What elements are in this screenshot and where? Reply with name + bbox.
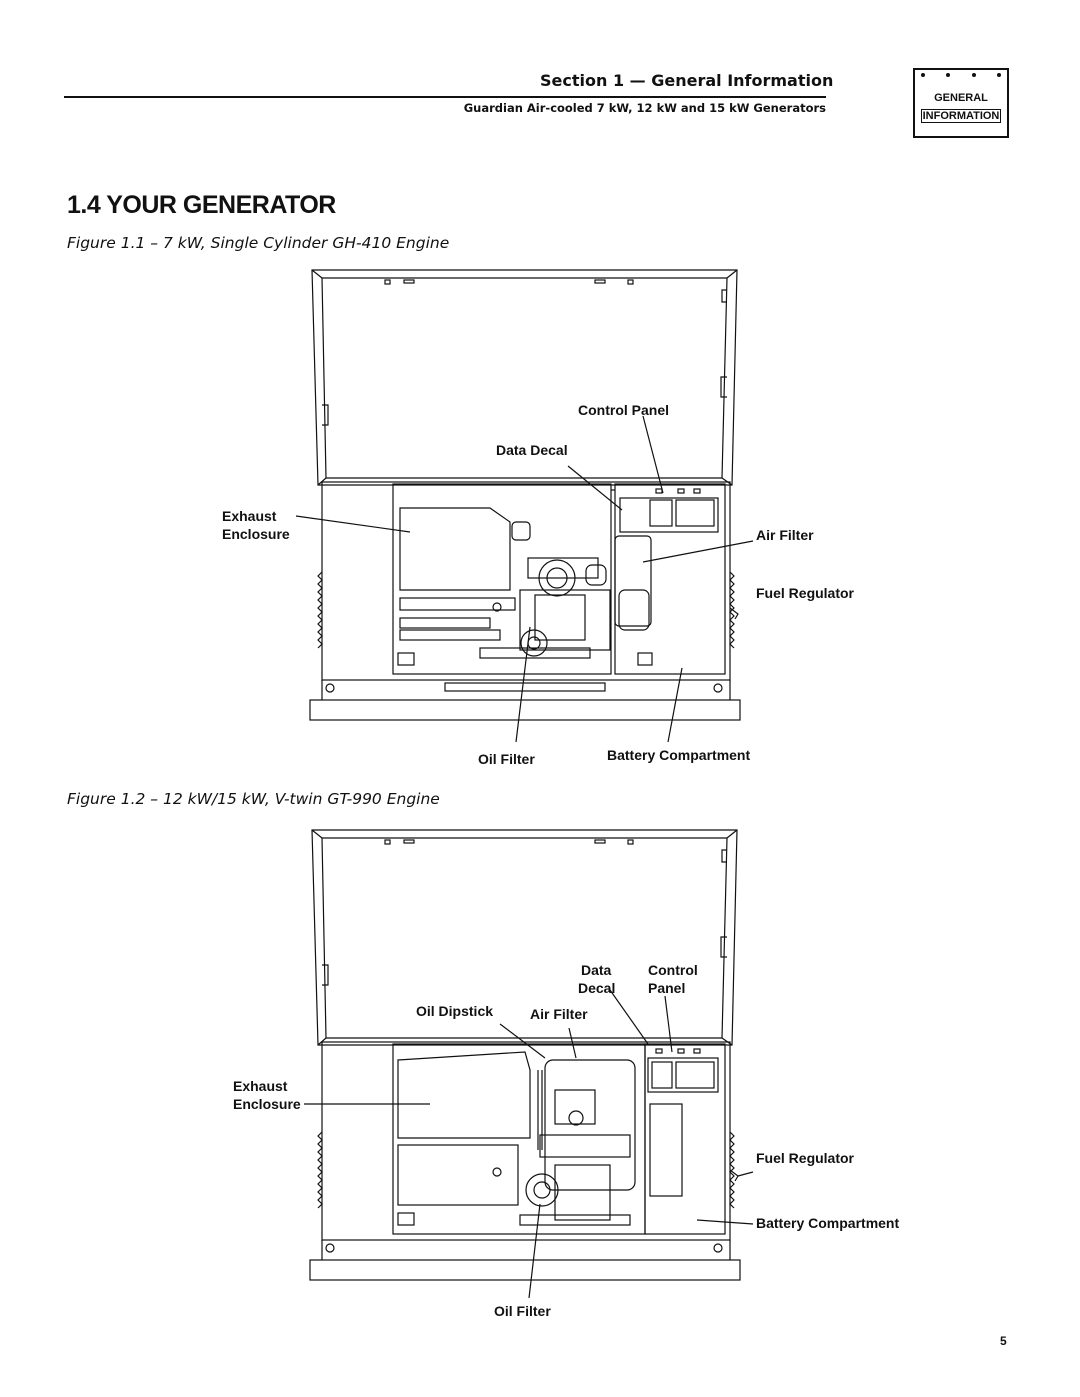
label-enclosure: Enclosure [222, 526, 290, 542]
figure-1-generator-drawing [295, 269, 754, 743]
label-control: Control [648, 962, 698, 978]
section-header: Section 1 — General Information [540, 71, 834, 90]
label-enclosure-2: Enclosure [233, 1096, 301, 1112]
header-rule [64, 96, 826, 98]
tab-label-information: INFORMATION [920, 109, 1002, 123]
figure-2-generator-drawing [304, 829, 754, 1299]
figure-1-caption: Figure 1.1 – 7 kW, Single Cylinder GH-41… [67, 234, 450, 252]
label-air-filter-2: Air Filter [530, 1006, 588, 1022]
tab-rivets [921, 73, 1001, 77]
label-oil-filter: Oil Filter [478, 751, 535, 767]
document-subtitle: Guardian Air-cooled 7 kW, 12 kW and 15 k… [463, 101, 826, 115]
tab-label-general: GENERAL [934, 92, 988, 104]
label-exhaust-2: Exhaust [233, 1078, 288, 1094]
label-data: Data [581, 962, 612, 978]
label-exhaust: Exhaust [222, 508, 277, 524]
label-battery-compartment: Battery Compartment [607, 747, 751, 763]
figure-2-caption: Figure 1.2 – 12 kW/15 kW, V-twin GT-990 … [67, 790, 440, 808]
label-decal: Decal [578, 980, 616, 996]
label-control-panel: Control Panel [578, 402, 670, 418]
label-fuel-regulator: Fuel Regulator [756, 585, 855, 601]
page-number: 5 [1000, 1334, 1007, 1348]
section-tab: GENERAL INFORMATION [913, 68, 1009, 138]
label-panel: Panel [648, 980, 686, 996]
label-fuel-regulator-2: Fuel Regulator [756, 1150, 855, 1166]
label-air-filter: Air Filter [756, 527, 814, 543]
label-battery-compartment-2: Battery Compartment [756, 1215, 900, 1231]
page-title: 1.4 YOUR GENERATOR [67, 191, 336, 219]
label-oil-dipstick: Oil Dipstick [416, 1003, 494, 1019]
label-data-decal: Data Decal [496, 442, 568, 458]
label-oil-filter-2: Oil Filter [494, 1303, 551, 1319]
